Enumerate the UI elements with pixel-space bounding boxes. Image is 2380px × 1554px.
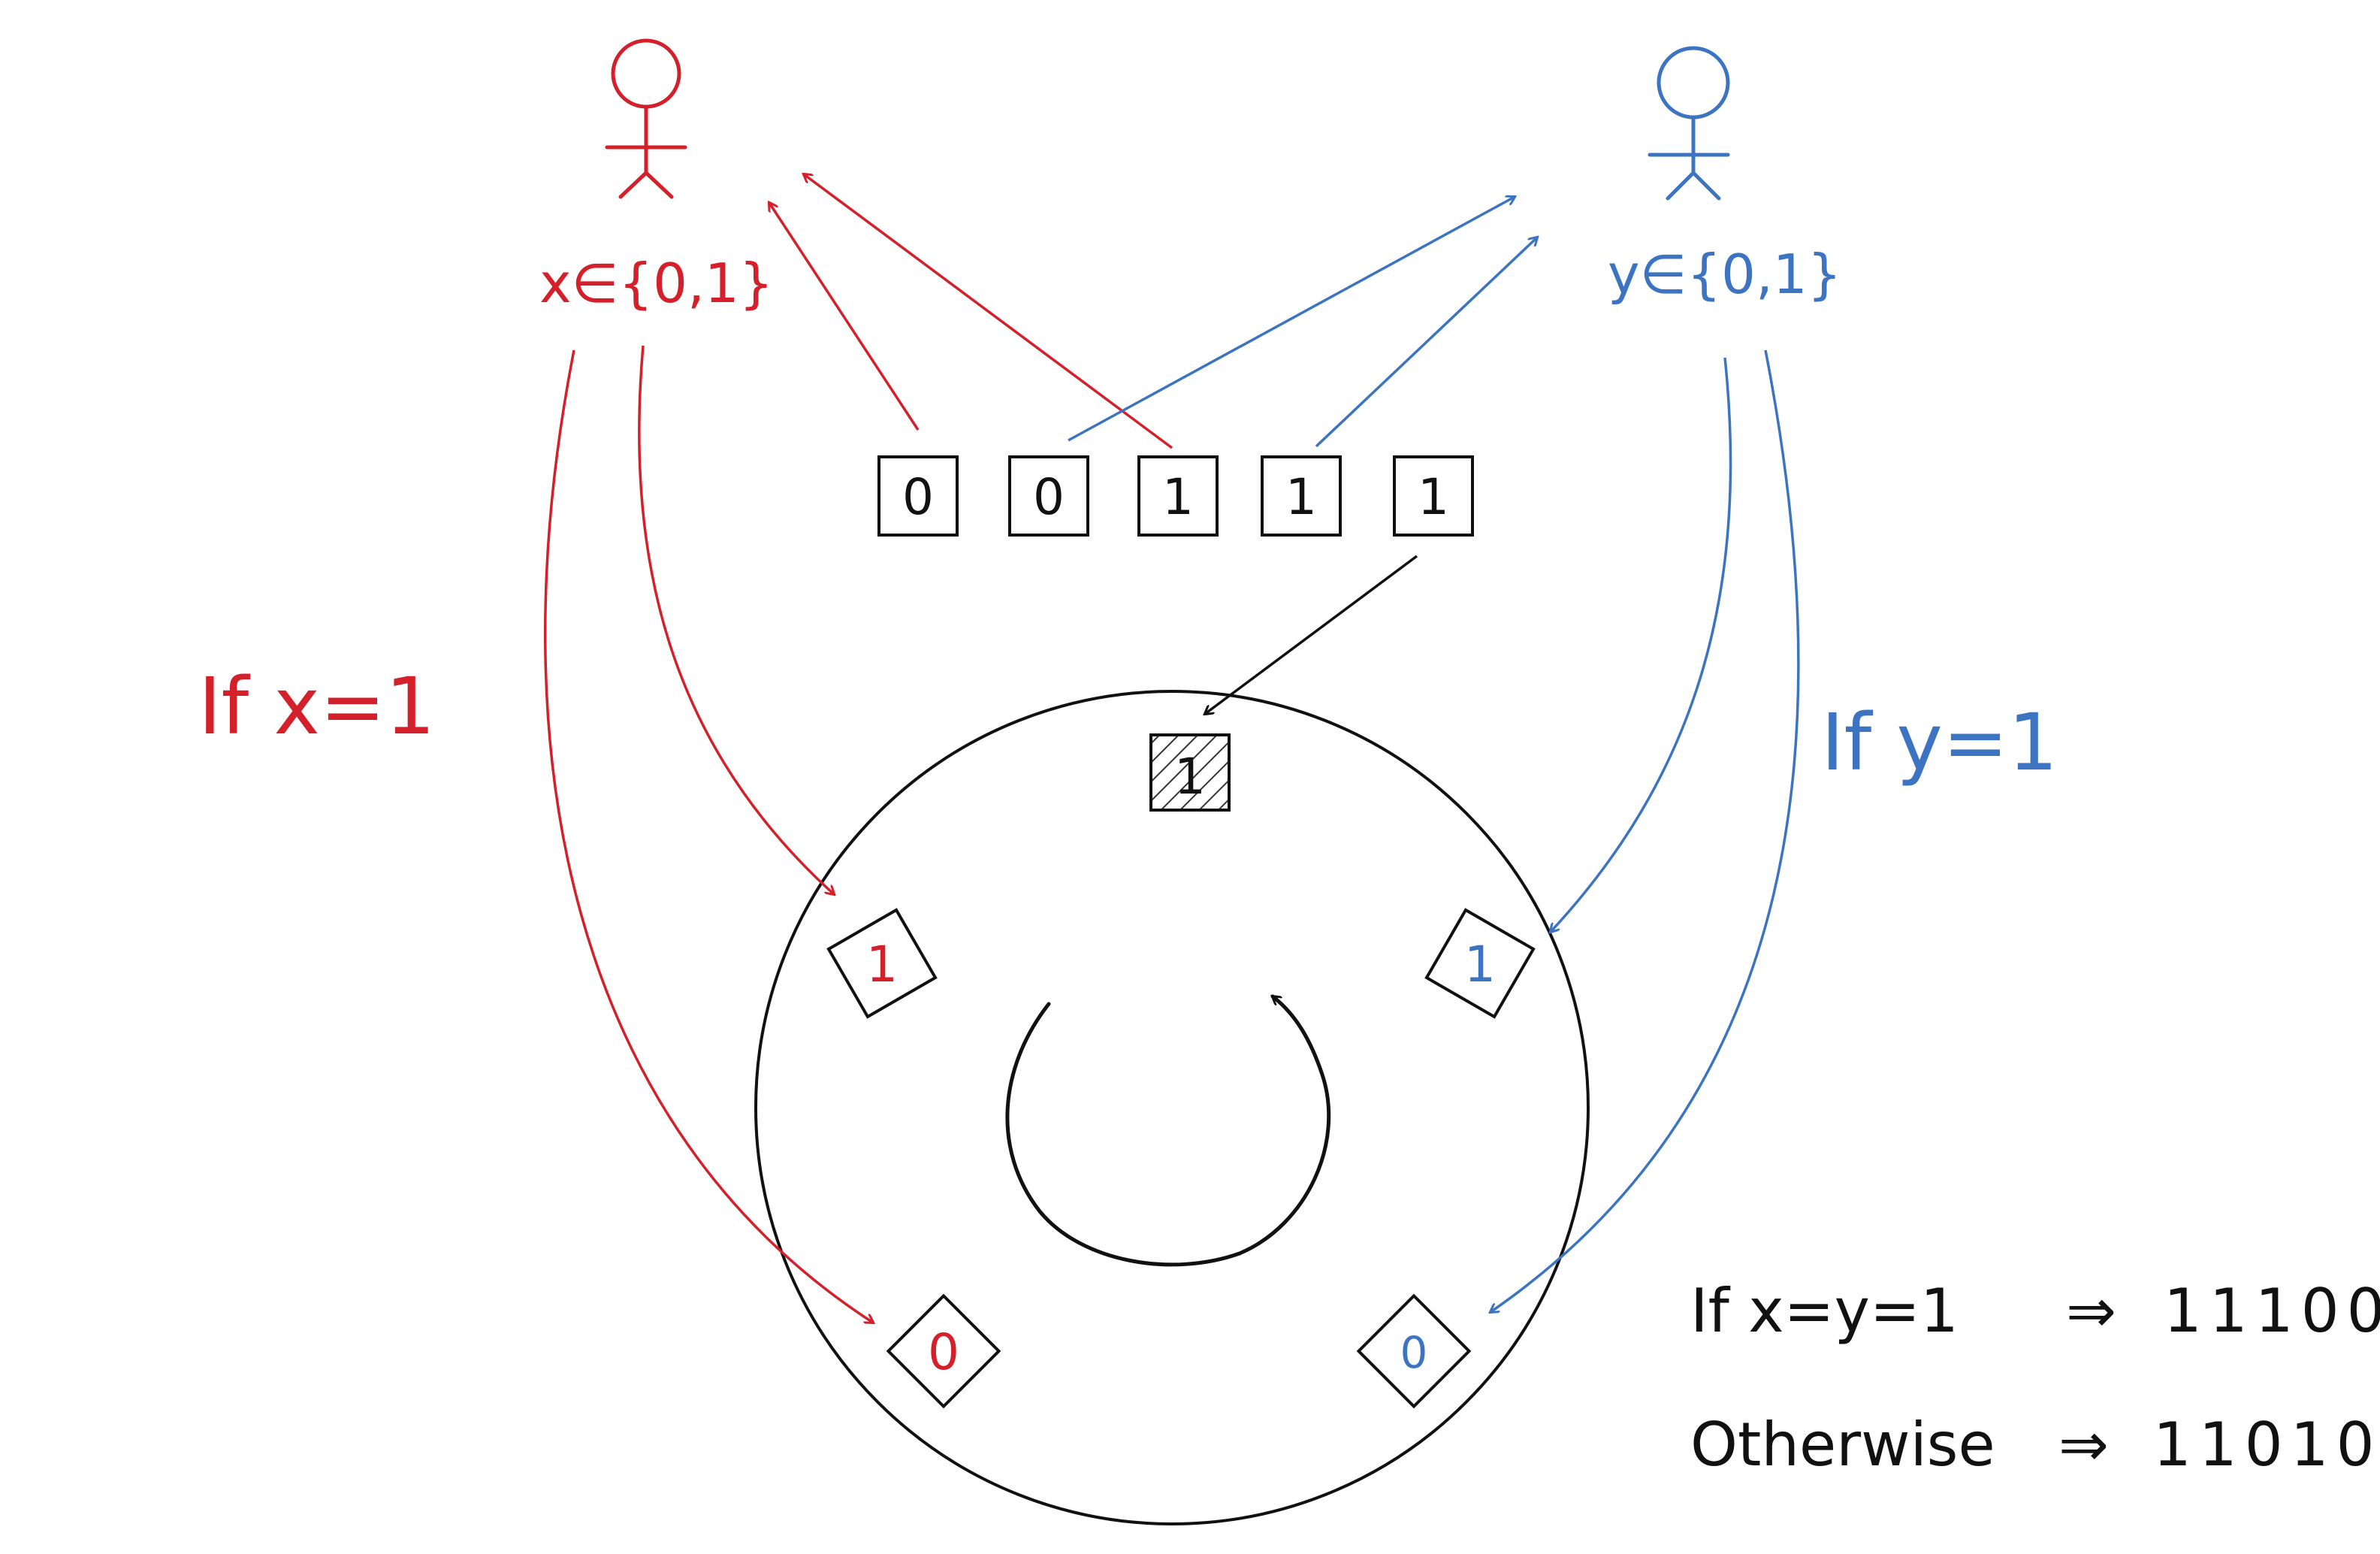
bit-box xyxy=(877,455,959,537)
party-y-condition: If y=1 xyxy=(1821,697,2058,788)
ring-slot-lower-left xyxy=(886,1293,1001,1409)
ring-slot-upper-left-value: 1 xyxy=(866,936,898,993)
ring-slot-upper-right xyxy=(1424,908,1536,1019)
result-line-1-arrow: ⇒ xyxy=(2066,1276,2116,1346)
ring-slot-lower-right xyxy=(1356,1293,1472,1409)
party-y-arrows xyxy=(1491,349,1800,1312)
result-line-2-condition: Otherwise xyxy=(1690,1410,1995,1480)
bit-value: 1 xyxy=(1418,468,1449,526)
party-y-icon xyxy=(1648,46,1730,201)
result-line-1-value: 11100 xyxy=(2164,1276,2380,1346)
party-x-condition: If x=1 xyxy=(198,661,435,752)
bit-box xyxy=(1137,455,1219,537)
party-y-label: y∈{0,1} xyxy=(1608,243,1841,306)
ring-slot-upper-left xyxy=(826,908,938,1019)
bit-to-party-arrows xyxy=(769,174,1537,449)
bit-boxes-row xyxy=(877,455,1474,537)
bit-value: 0 xyxy=(902,468,934,526)
ring-top-slot xyxy=(1149,733,1231,812)
insert-arrow xyxy=(1205,555,1418,714)
ring-slot-lower-right-value: 0 xyxy=(1400,1327,1428,1378)
party-x-arrows xyxy=(544,345,873,1323)
ring-top-slot-value: 1 xyxy=(1174,748,1206,806)
bit-box xyxy=(1008,455,1089,537)
bit-box xyxy=(1393,455,1474,537)
bit-value: 1 xyxy=(1285,468,1317,526)
result-line-2: Otherwise ⇒ 11010 xyxy=(1690,1410,2380,1480)
ring-slot-lower-left-value: 0 xyxy=(928,1323,959,1381)
ring-slot-upper-right-value: 1 xyxy=(1464,936,1496,993)
bit-value: 1 xyxy=(1162,468,1194,526)
result-line-1: If x=y=1 ⇒ 11100 xyxy=(1690,1276,2380,1346)
bit-value: 0 xyxy=(1033,468,1065,526)
ring xyxy=(754,690,1590,1525)
party-x-icon xyxy=(605,38,687,199)
party-x-label: x∈{0,1} xyxy=(539,252,773,315)
bit-box xyxy=(1261,455,1342,537)
result-line-2-arrow: ⇒ xyxy=(2058,1410,2109,1480)
result-line-2-value: 11010 xyxy=(2153,1410,2380,1480)
rotate-arrow-icon xyxy=(1005,994,1331,1267)
result-line-1-condition: If x=y=1 xyxy=(1690,1276,1959,1346)
